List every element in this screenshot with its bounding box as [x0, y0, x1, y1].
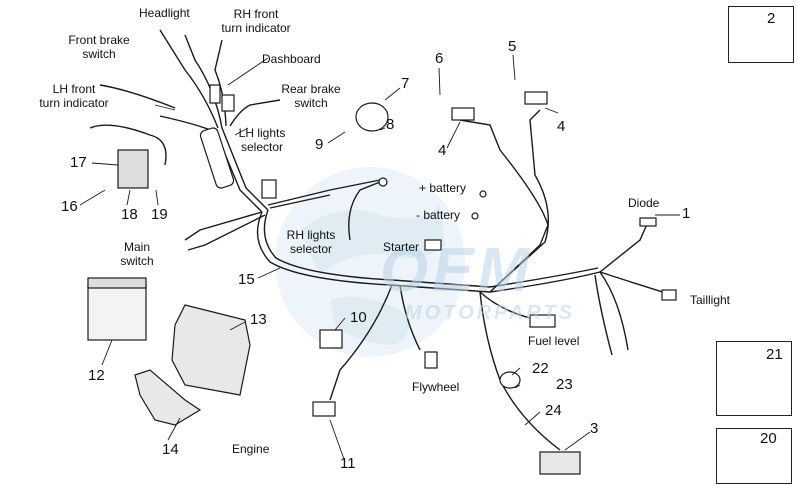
item-22	[499, 371, 521, 389]
label-rh-lights-line1: RH lights	[286, 228, 336, 242]
callout-23: 23	[556, 376, 573, 393]
label-lh-lights-selector: LH lights selector	[230, 126, 294, 154]
watermark-sub: MOTORPARTS	[405, 302, 576, 324]
inset-box-2	[728, 6, 794, 63]
label-main-switch: Main switch	[112, 240, 162, 268]
battery-top	[87, 277, 147, 289]
callout-8: 8	[386, 116, 395, 133]
label-rear-brake-line1: Rear brake	[281, 82, 341, 96]
relay-10	[319, 329, 343, 349]
callout-19: 19	[151, 206, 168, 223]
label-lh-front-turn: LH front turn indicator	[34, 82, 114, 110]
flywheel-conn	[424, 351, 438, 369]
callout-22: 22	[532, 360, 549, 377]
label-starter: Starter	[383, 240, 420, 254]
label-front-brake-line1: Front brake	[68, 33, 130, 47]
callout-9: 9	[315, 136, 324, 153]
diode-conn	[639, 217, 657, 227]
box-number-2: 2	[767, 10, 776, 27]
bracket-14	[134, 369, 202, 426]
callout-10: 10	[350, 309, 367, 326]
callout-6: 6	[435, 50, 444, 67]
callout-15: 15	[238, 271, 255, 288]
label-front-brake-line2: switch	[82, 47, 116, 61]
label-lh-front-turn-line1: LH front	[52, 82, 96, 96]
callout-3: 3	[590, 420, 599, 437]
box-number-20: 20	[760, 430, 777, 447]
engine-conn	[312, 401, 336, 417]
taillight-conn	[661, 289, 677, 301]
label-main-switch-line2: switch	[120, 254, 154, 268]
callout-5: 5	[508, 38, 517, 55]
label-rh-front-turn-line1: RH front	[233, 7, 279, 21]
horn-7	[355, 102, 389, 132]
label-engine: Engine	[232, 442, 270, 456]
label-flywheel: Flywheel	[412, 380, 460, 394]
callout-17: 17	[70, 154, 87, 171]
inset-box-20	[716, 428, 792, 484]
dash-conn	[209, 84, 221, 104]
lh-selector-tube	[199, 127, 235, 189]
label-lh-front-turn-line2: turn indicator	[39, 96, 109, 110]
label-headlight: Headlight	[139, 6, 190, 20]
dash-conn-2	[221, 94, 235, 112]
label-lh-lights-line2: selector	[240, 140, 284, 154]
watermark-brand: OEM	[380, 236, 534, 305]
fuse-block-4a	[451, 107, 475, 121]
batt-plus-term	[479, 190, 487, 198]
label-rh-front-turn-line2: turn indicator	[221, 21, 291, 35]
callout-11: 11	[340, 455, 356, 472]
label-front-brake-switch: Front brake switch	[62, 33, 136, 61]
fuel-conn	[529, 314, 556, 328]
label-rh-front-turn: RH front turn indicator	[216, 7, 296, 35]
components	[87, 84, 677, 475]
callout-12: 12	[88, 367, 105, 384]
label-dashboard: Dashboard	[262, 52, 321, 66]
item-3	[539, 451, 581, 475]
box-number-21: 21	[766, 346, 783, 363]
rh-selector-conn	[261, 179, 277, 199]
label-rh-lights-line2: selector	[289, 242, 333, 256]
callout-4b: 4	[557, 118, 566, 135]
label-diode: Diode	[628, 196, 660, 210]
label-lh-lights-line1: LH lights	[238, 126, 286, 140]
watermark-globe	[275, 167, 465, 357]
battery	[87, 284, 147, 341]
starter-conn	[424, 239, 442, 251]
callout-4a: 4	[438, 142, 447, 159]
label-fuel-level: Fuel level	[528, 334, 580, 348]
label-rear-brake-line2: switch	[294, 96, 328, 110]
callout-7: 7	[401, 75, 410, 92]
callout-24: 24	[545, 402, 562, 419]
battery-holder	[171, 304, 251, 396]
callout-14: 14	[162, 441, 179, 458]
label-taillight: Taillight	[690, 293, 731, 307]
batt-minus-term	[471, 212, 479, 220]
label-rear-brake-switch: Rear brake switch	[276, 82, 346, 110]
inset-box-21	[716, 341, 792, 416]
callout-16: 16	[61, 198, 78, 215]
label-minus-battery: - battery	[416, 208, 461, 222]
label-rh-lights-selector: RH lights selector	[278, 228, 344, 256]
callout-18: 18	[121, 206, 138, 223]
regulator	[117, 149, 149, 189]
fuse-block-4b	[524, 91, 548, 105]
callout-1: 1	[682, 205, 691, 222]
label-main-switch-line1: Main	[123, 240, 150, 254]
batt-term-ring	[378, 177, 388, 187]
label-plus-battery: + battery	[419, 181, 467, 195]
callout-13: 13	[250, 311, 267, 328]
leader-lines	[79, 54, 680, 463]
